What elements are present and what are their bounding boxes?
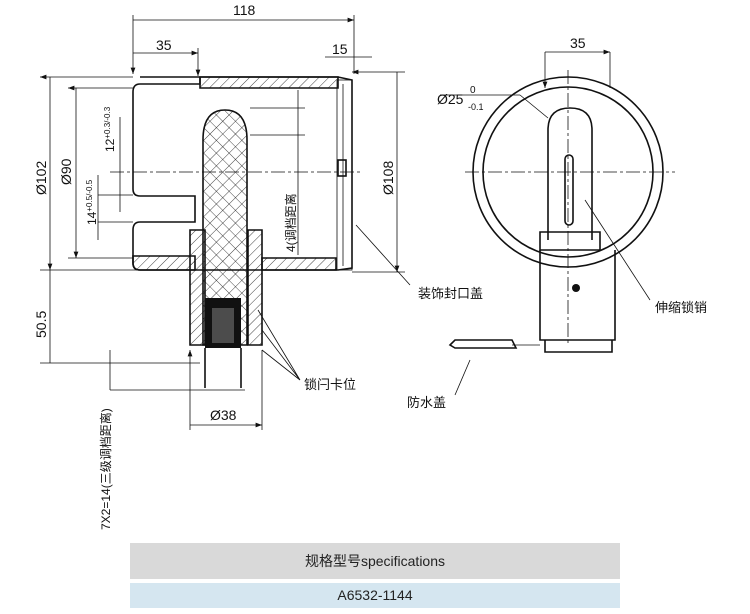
dim-35: 35 [156,37,172,53]
dim-three-level-adjust: 7X2=14(三级调档距离) [98,408,113,530]
thread [544,340,613,353]
dim-12: 12+0.3/-0.3 [103,106,117,152]
dim-dia-102: Ø102 [33,161,49,195]
callout-telescopic-pin: 伸缩锁销 [655,300,707,315]
dim-adjust-4: 4(调档距离 [283,193,298,252]
pin-outline [547,107,593,240]
side-section-view: 118 35 15 Ø102 Ø90 Ø108 50.5 12+0.3/-0.3… [33,2,411,530]
callout-latch-position: 锁闩卡位 [304,377,356,392]
pin-tol-upper: 0 [470,85,476,96]
screw-icon [572,284,580,292]
housing-shell [199,76,339,89]
dim-dia-38: Ø38 [210,407,237,423]
dim-right-35: 35 [570,35,586,51]
callout-decorative-cap: 装饰封口盖 [418,286,483,301]
stem [539,250,616,341]
dim-118: 118 [233,2,256,18]
dim-dia-108: Ø108 [380,161,396,195]
dim-50-5: 50.5 [33,311,49,338]
latch-block [205,298,241,348]
spec-table-model: A6532-1144 [130,583,620,608]
callout-waterproof-cap: 防水盖 [407,395,446,410]
dim-14: 14+0.5/-0.5 [85,179,99,225]
decorative-cap [336,79,353,271]
telescopic-pin-section [202,109,248,346]
pin-slot [564,154,574,226]
front-view: 35 Ø25 0 -0.1 [437,35,675,396]
dim-dia-90: Ø90 [58,158,74,185]
dim-pin-dia-25: Ø25 [437,91,464,107]
waterproof-cap-shape [448,339,518,349]
dim-15: 15 [332,41,348,57]
spec-table-header: 规格型号specifications [130,543,620,579]
pin-tol-lower: -0.1 [468,102,484,112]
technical-drawing: 118 35 15 Ø102 Ø90 Ø108 50.5 12+0.3/-0.3… [33,2,707,530]
